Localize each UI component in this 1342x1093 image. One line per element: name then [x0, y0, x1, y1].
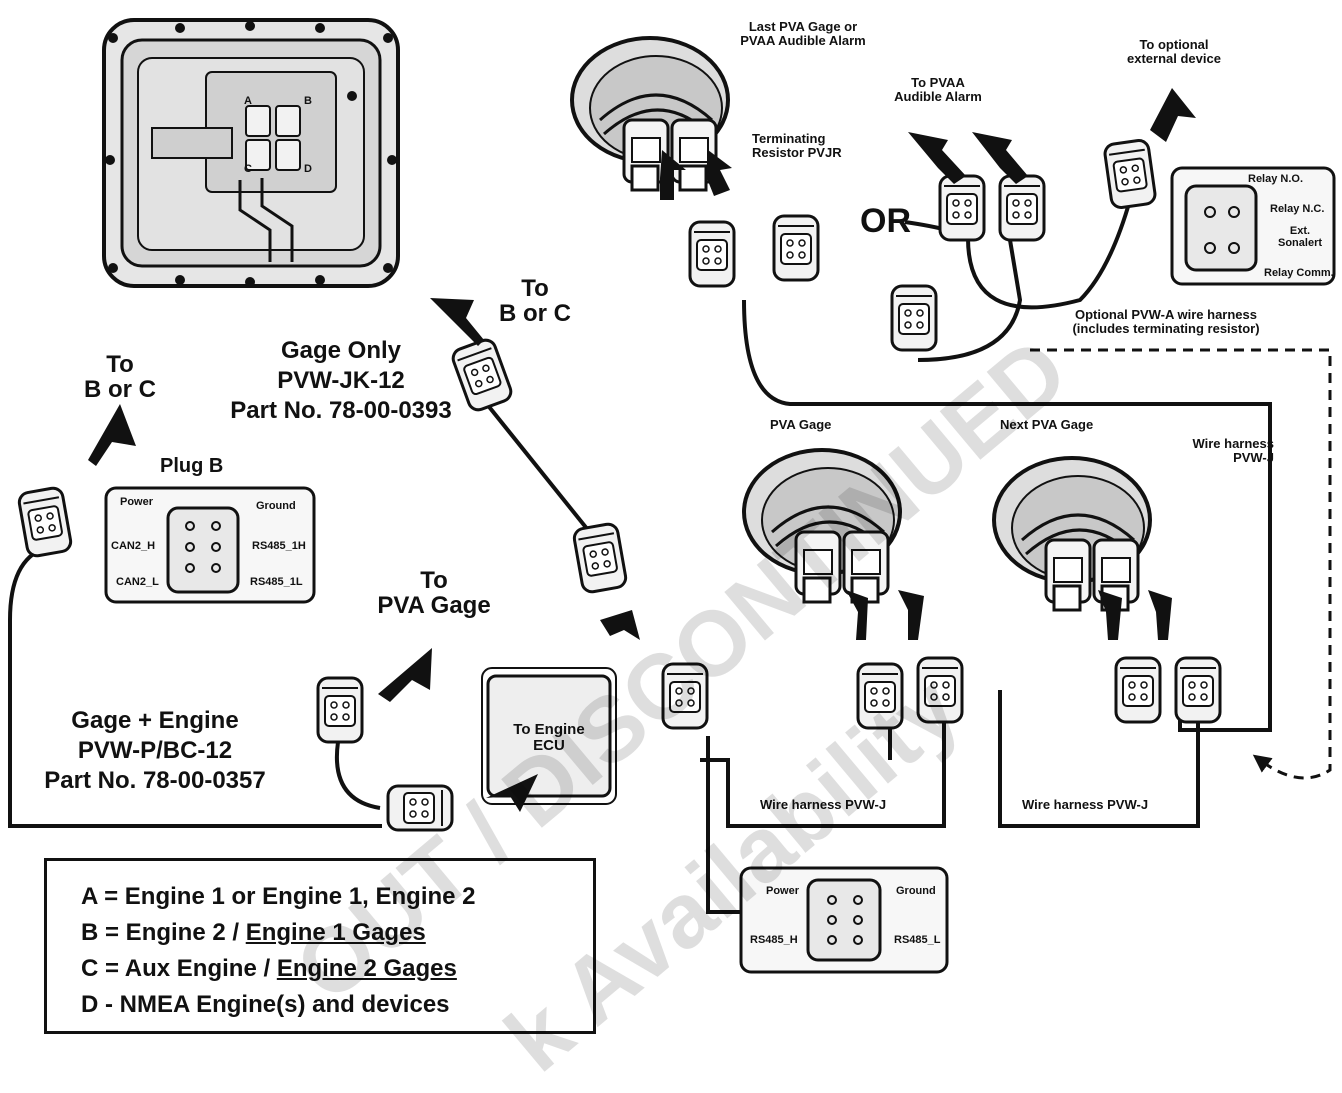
plug-b-ground-label: Ground — [256, 500, 296, 512]
legend-line-b: B = Engine 2 / Engine 1 Gages — [81, 919, 426, 946]
pva-gage — [742, 448, 902, 604]
legend-line-c: C = Aux Engine / Engine 2 Gages — [81, 955, 457, 982]
plug-b-rs4851h-label: RS485_1H — [252, 540, 306, 552]
port-d-label: D — [304, 163, 312, 175]
plug-b-title: Plug B — [160, 455, 224, 477]
legend-line-d: D - NMEA Engine(s) and devices — [81, 991, 450, 1018]
gage-pinout — [739, 866, 949, 974]
direction-arrows — [88, 88, 1196, 812]
legend-box: A = Engine 1 or Engine 1, Engine 2 B = E… — [44, 858, 596, 1034]
or-label: OR — [860, 202, 911, 240]
next-pva-gage-label: Next PVA Gage — [1000, 417, 1094, 432]
plug-b-pinout — [104, 486, 316, 604]
next-pva-gage — [992, 456, 1152, 612]
port-b-label: B — [304, 95, 312, 107]
last-pva-gage — [570, 36, 730, 192]
relay-pinout-box — [1170, 166, 1336, 286]
pva-gage-label: PVA Gage — [770, 417, 832, 432]
optional-harness-label: Optional PVW-A wire harness(includes ter… — [1072, 307, 1260, 336]
relay-comm-label: Relay Comm. — [1264, 267, 1334, 279]
dashed-link — [1030, 348, 1332, 780]
plug-b-rs4851l-label: RS485_1L — [250, 576, 303, 588]
engine-ecu-box — [481, 667, 617, 805]
diagram-graphics — [8, 18, 1336, 974]
relay-no-label: Relay N.O. — [1248, 173, 1304, 185]
plug-b-can2h-label: CAN2_H — [111, 540, 156, 552]
port-c-label: C — [244, 163, 252, 175]
legend-line-a: A = Engine 1 or Engine 1, Engine 2 — [81, 883, 476, 910]
wire-harness-1-label: Wire harness PVW-J — [760, 797, 887, 812]
display-unit-back — [102, 18, 400, 288]
wire-harness-2-label: Wire harness PVW-J — [1022, 797, 1149, 812]
gage-pin-ground-label: Ground — [896, 885, 936, 897]
relay-nc-label: Relay N.C. — [1270, 203, 1325, 215]
ext-sonalert-label: Ext.Sonalert — [1278, 225, 1323, 249]
plug-b-power-label: Power — [120, 496, 154, 508]
plug-b-can2l-label: CAN2_L — [116, 576, 159, 588]
gage-pin-rs485l-label: RS485_L — [894, 934, 941, 946]
port-a-label: A — [244, 95, 252, 107]
gage-pin-power-label: Power — [766, 885, 800, 897]
gage-pin-rs485h-label: RS485_H — [750, 934, 798, 946]
